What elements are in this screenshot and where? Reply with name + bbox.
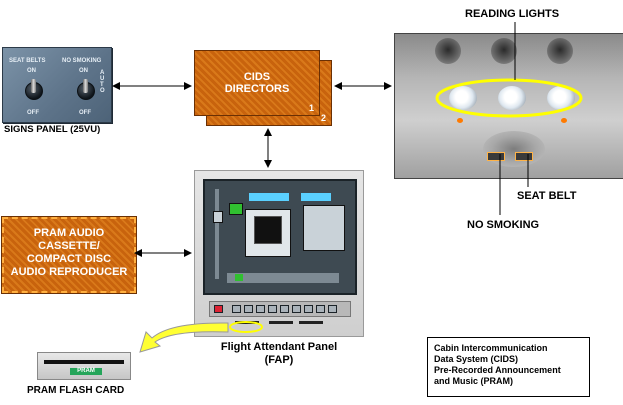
fap-green-key[interactable] [235, 274, 243, 281]
seat-belt-sign-icon [515, 152, 533, 161]
no-smoking-label: NO SMOKING [467, 219, 540, 231]
fap-lower-controls [209, 301, 351, 317]
fap-slider-handle[interactable] [213, 211, 223, 223]
seat-belts-switch[interactable] [25, 79, 43, 100]
cids-title-line2: DIRECTORS [224, 83, 290, 95]
reading-light-icon [449, 86, 477, 110]
signs-panel: SEAT BELTS NO SMOKING ON ON AUTO OFF OFF [2, 47, 112, 123]
fap-button[interactable] [316, 305, 325, 313]
fap-green-button[interactable] [229, 203, 243, 215]
cids-title-line1: CIDS [243, 71, 271, 83]
pram-flash-card: PRAM [37, 352, 131, 380]
reading-lights-label: READING LIGHTS [465, 8, 560, 20]
ceiling-psu-photo [394, 33, 623, 179]
auto-label: AUTO [100, 70, 105, 94]
card-slot [299, 321, 323, 324]
info-line1: Cabin Intercommunication [434, 343, 548, 353]
info-line2: Data System (CIDS) [434, 354, 519, 364]
fap-button-row [227, 273, 339, 283]
attendant-call-light-icon [561, 118, 567, 123]
info-line4: and Music (PRAM) [434, 376, 514, 386]
fap-button[interactable] [256, 305, 265, 313]
attendant-call-light-icon [457, 118, 463, 123]
card-2-number: 2 [320, 113, 326, 123]
air-vent-icon [435, 38, 461, 64]
fap-slider-track [215, 189, 219, 279]
card-slot [269, 321, 293, 324]
cids-director-card-1: CIDS DIRECTORS 1 [194, 50, 320, 116]
fap-button[interactable] [232, 305, 241, 313]
flash-card-arrow [139, 322, 229, 353]
no-smoking-switch[interactable] [77, 79, 95, 100]
pram-audio-line3: COMPACT DISC [26, 253, 112, 265]
fap-button[interactable] [244, 305, 253, 313]
fap-button[interactable] [280, 305, 289, 313]
fap-caption-line1: Flight Attendant Panel [220, 341, 338, 353]
seat-belts-on-label: ON [27, 68, 36, 74]
fap-button[interactable] [268, 305, 277, 313]
fap-button[interactable] [328, 305, 337, 313]
fap-button[interactable] [304, 305, 313, 313]
pram-audio-line1: PRAM AUDIO [33, 227, 105, 239]
switch-lever-icon [31, 79, 36, 93]
fap-screen [203, 179, 357, 295]
fap-caption-line2: (FAP) [264, 354, 294, 366]
fap-red-button[interactable] [214, 305, 223, 313]
pram-flash-card-caption: PRAM FLASH CARD [27, 385, 125, 396]
no-smoking-label: NO SMOKING [62, 58, 102, 64]
seat-belts-label: SEAT BELTS [9, 58, 46, 64]
seat-belt-label: SEAT BELT [517, 190, 577, 202]
fap-display-bar [249, 193, 289, 201]
fap-touch-screen[interactable] [245, 209, 291, 257]
card-1-number: 1 [308, 103, 314, 113]
cids-info-box: Cabin Intercommunication Data System (CI… [427, 337, 590, 397]
air-vent-icon [491, 38, 517, 64]
seat-belts-off-label: OFF [27, 110, 39, 116]
reading-lights-highlight [435, 78, 583, 118]
pram-audio-line4: AUDIO REPRODUCER [10, 266, 128, 278]
no-smoking-off-label: OFF [79, 110, 91, 116]
signs-panel-caption: SIGNS PANEL (25VU) [4, 124, 101, 135]
fap-button[interactable] [292, 305, 301, 313]
pram-card-label: PRAM [70, 368, 102, 375]
fap-display-bar [301, 193, 331, 201]
reading-light-icon [498, 86, 526, 110]
flight-attendant-panel [194, 170, 364, 337]
speaker-grille-icon [483, 131, 545, 167]
pram-audio-line2: CASSETTE/ [38, 240, 100, 252]
no-smoking-sign-icon [487, 152, 505, 161]
switch-lever-icon [83, 79, 88, 93]
flash-slot-highlight [229, 321, 263, 333]
pram-audio-reproducer: PRAM AUDIO CASSETTE/ COMPACT DISC AUDIO … [2, 217, 136, 293]
no-smoking-on-label: ON [79, 68, 88, 74]
fap-keypad[interactable] [303, 205, 345, 251]
info-line3: Pre-Recorded Announcement [434, 365, 561, 375]
air-vent-icon [547, 38, 573, 64]
